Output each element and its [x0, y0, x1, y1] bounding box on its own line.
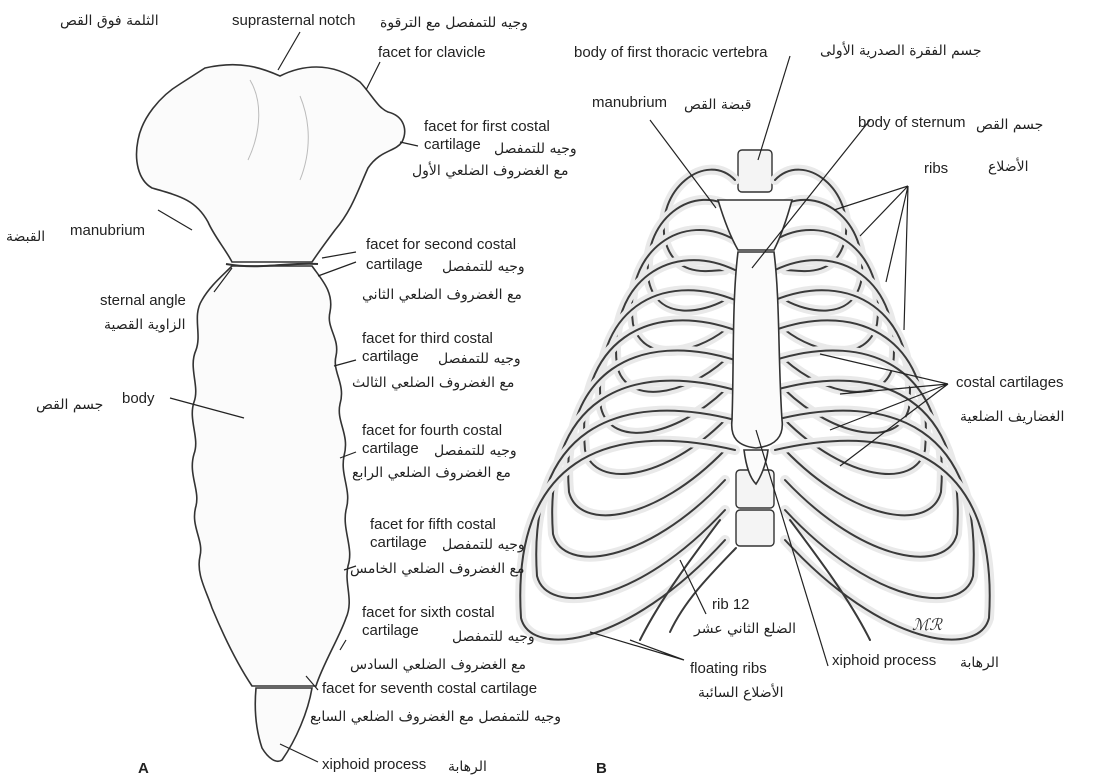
manubrium-ar-label-b: قبضة القص	[684, 96, 751, 114]
first-costal-facet-ar-line2: مع الغضروف الضلعي الأول	[412, 162, 569, 180]
first-costal-facet-label-line1: facet for first costal	[424, 118, 550, 136]
sternal-angle-ar-label: الزاوية القصية	[104, 316, 186, 334]
vertebra-t1	[738, 150, 772, 192]
fifth-costal-facet-label-line2: cartilage	[370, 534, 427, 552]
first-thoracic-vertebra-ar-label: جسم الفقرة الصدرية الأولى	[820, 42, 982, 60]
fourth-costal-facet-label-line1: facet for fourth costal	[362, 422, 502, 440]
sixth-costal-facet-label-line2: cartilage	[362, 622, 419, 640]
xiphoid-label-a: xiphoid process	[322, 756, 426, 774]
fifth-costal-facet-label-line1: facet for fifth costal	[370, 516, 496, 534]
seventh-costal-facet-ar-label: وجيه للتمفصل مع الغضروف الضلعي السابع	[310, 708, 561, 726]
third-costal-facet-ar-line1: وجيه للتمفصل	[438, 350, 521, 368]
seventh-costal-facet-label: facet for seventh costal cartilage	[322, 680, 537, 698]
suprasternal-notch-label: suprasternal notch	[232, 12, 355, 30]
panel-a-letter: A	[138, 760, 149, 778]
fifth-costal-facet-ar-line1: وجيه للتمفصل	[442, 536, 525, 554]
cage-sternum-body	[732, 252, 783, 448]
manubrium-label: manubrium	[70, 222, 145, 240]
panel-b-letter: B	[596, 760, 607, 778]
sternal-angle-label: sternal angle	[100, 292, 186, 310]
ribs-left	[520, 170, 735, 640]
costal-cartilages-label: costal cartilages	[956, 374, 1064, 392]
artist-signature: ℳℛ	[912, 615, 943, 634]
second-costal-facet-ar-line1: وجيه للتمفصل	[442, 258, 525, 276]
xiphoid-ar-label-b: الرهابة	[960, 654, 999, 672]
second-costal-facet-label-line1: facet for second costal	[366, 236, 516, 254]
rib12-ar-label: الضلع الثاني عشر	[694, 620, 796, 638]
rib12-label: rib 12	[712, 596, 750, 614]
manubrium-ar-label: القبضة	[6, 228, 45, 246]
second-costal-facet-ar-line2: مع الغضروف الضلعي الثاني	[362, 286, 522, 304]
vertebra-lower-2	[736, 510, 774, 546]
third-costal-facet-label-line2: cartilage	[362, 348, 419, 366]
sixth-costal-facet-ar-line1: وجيه للتمفصل	[452, 628, 535, 646]
sternum-body-label: body of sternum	[858, 114, 966, 132]
third-costal-facet-ar-line2: مع الغضروف الضلعي الثالث	[352, 374, 514, 392]
xiphoid-label-b: xiphoid process	[832, 652, 936, 670]
fourth-costal-facet-ar-line1: وجيه للتمفصل	[434, 442, 517, 460]
floating-ribs-label: floating ribs	[690, 660, 767, 678]
xiphoid-ar-label-a: الرهابة	[448, 758, 487, 776]
third-costal-facet-label-line1: facet for third costal	[362, 330, 493, 348]
first-thoracic-vertebra-label: body of first thoracic vertebra	[574, 44, 767, 62]
first-costal-facet-ar-line1: وجيه للتمفصل	[494, 140, 577, 158]
clavicle-facet-ar-label: وجيه للتمفصل مع الترقوة	[380, 14, 528, 32]
suprasternal-notch-ar-label: الثلمة فوق القص	[60, 12, 159, 30]
manubrium-label-b: manubrium	[592, 94, 667, 112]
manubrium-shape	[137, 65, 405, 262]
sixth-costal-facet-label-line1: facet for sixth costal	[362, 604, 495, 622]
sternum-body-ar-label: جسم القص	[976, 116, 1043, 134]
second-costal-facet-label-line2: cartilage	[366, 256, 423, 274]
ribs-right	[775, 170, 990, 640]
floating-ribs-ar-label: الأضلاع السائبة	[698, 684, 783, 702]
first-costal-facet-label-line2: cartilage	[424, 136, 481, 154]
body-ar-label: جسم القص	[36, 396, 103, 414]
ribs-ar-label: الأضلاع	[988, 158, 1028, 176]
xiphoid-shape	[255, 688, 312, 761]
sternum-body-shape	[192, 266, 349, 686]
fourth-costal-facet-label-line2: cartilage	[362, 440, 419, 458]
costal-cartilages-ar-label: الغضاريف الضلعية	[960, 408, 1064, 426]
fourth-costal-facet-ar-line2: مع الغضروف الضلعي الرابع	[352, 464, 511, 482]
sixth-costal-facet-ar-line2: مع الغضروف الضلعي السادس	[350, 656, 526, 674]
body-label: body	[122, 390, 155, 408]
cage-manubrium	[718, 200, 792, 250]
fifth-costal-facet-ar-line2: مع الغضروف الضلعي الخامس	[350, 560, 525, 578]
clavicle-facet-label: facet for clavicle	[378, 44, 486, 62]
ribs-label: ribs	[924, 160, 948, 178]
